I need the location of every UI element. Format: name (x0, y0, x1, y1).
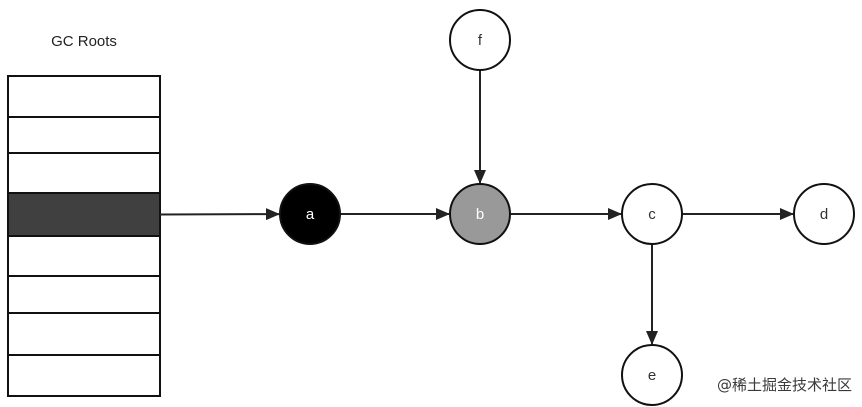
node-d (793, 183, 855, 245)
node-f-label: f (478, 32, 483, 49)
gc-root-slot (7, 152, 161, 194)
node-c-label: c (648, 206, 656, 223)
node-d-label: d (820, 206, 828, 223)
node-c (621, 183, 683, 245)
gc-root-slot-active (7, 192, 161, 237)
gc-root-slot (7, 312, 161, 356)
node-a-label: a (306, 206, 315, 223)
gc-root-slot (7, 275, 161, 314)
gc-roots-stack (7, 75, 161, 397)
gc-roots-title: GC Roots (51, 33, 117, 50)
node-e (621, 344, 683, 406)
gc-root-slot (7, 75, 161, 118)
node-b (449, 183, 511, 245)
node-e-label: e (648, 367, 656, 384)
watermark-text: @稀土掘金技术社区 (716, 376, 852, 394)
node-f (449, 9, 511, 71)
object-nodes: a b c d e f (279, 9, 855, 406)
gc-root-slot (7, 116, 161, 154)
gc-root-slot (7, 354, 161, 397)
node-b-label: b (476, 206, 484, 223)
gc-root-slot (7, 235, 161, 277)
node-a (279, 183, 341, 245)
reference-edges (159, 70, 794, 345)
